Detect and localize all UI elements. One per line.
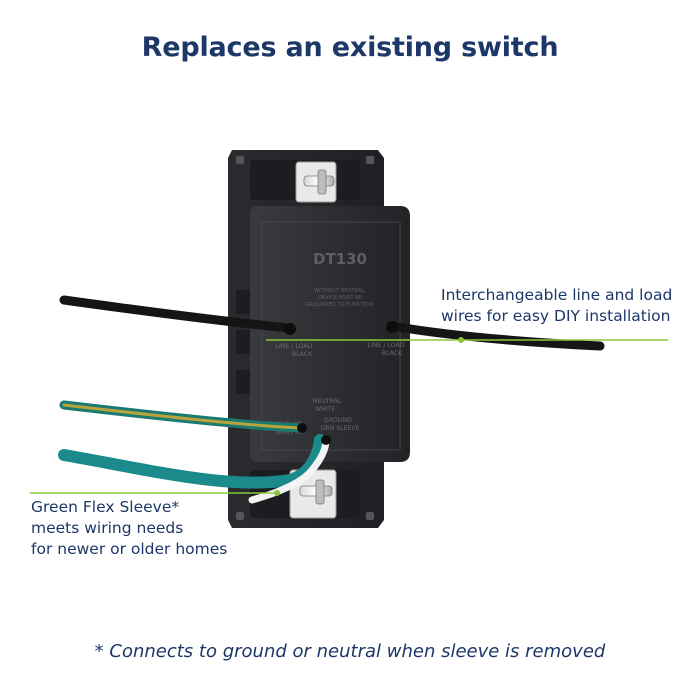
white-neutral-wire bbox=[248, 435, 331, 504]
terminal-label-line: WHITE bbox=[315, 406, 335, 413]
terminal-label-line: BLACK bbox=[382, 350, 403, 357]
black-wires bbox=[59, 295, 605, 351]
sleeve-callout: Green Flex Sleeve* meets wiring needs fo… bbox=[31, 497, 227, 560]
warning-line: GROUNDED TO FUNCTION. bbox=[305, 302, 375, 308]
terminal-label-line: BLACK bbox=[292, 351, 313, 358]
terminal-label-line: LINE / LOAD bbox=[276, 343, 313, 350]
model-label: DT130 bbox=[313, 250, 367, 268]
callout-line: Interchangeable line and load bbox=[441, 286, 673, 304]
neutral-label: NEUTRAL WHITE bbox=[313, 398, 342, 413]
wires-callout-dot bbox=[458, 337, 464, 343]
device-body bbox=[250, 206, 410, 462]
sleeve-label: GROUND GRN SLEEVE bbox=[320, 417, 359, 432]
page-title: Replaces an existing switch bbox=[141, 32, 559, 63]
warning-line: DEVICE MUST BE bbox=[318, 295, 362, 301]
green-sleeve-wire bbox=[58, 434, 326, 489]
warning-line: WITHOUT NEUTRAL, bbox=[314, 288, 366, 294]
top-mounting-screw bbox=[295, 161, 337, 203]
left-terminal-label: LINE / LOAD BLACK bbox=[276, 343, 314, 358]
right-terminal-label: LINE / LOAD BLACK bbox=[368, 342, 405, 357]
terminal-label-line: GRN / YL bbox=[276, 429, 304, 436]
terminal-label-line: GROUND bbox=[324, 417, 352, 424]
warning-label: WITHOUT NEUTRAL, DEVICE MUST BE GROUNDED… bbox=[305, 288, 375, 308]
terminal-label-line: GRN SLEEVE bbox=[320, 425, 359, 432]
footnote: * Connects to ground or neutral when sle… bbox=[94, 641, 606, 662]
terminal-label-line: LINE / LOAD bbox=[368, 342, 405, 349]
callout-line: meets wiring needs bbox=[31, 519, 184, 537]
callout-line: Green Flex Sleeve* bbox=[31, 498, 180, 516]
terminal-label-line: NEUTRAL bbox=[313, 398, 342, 405]
body-side-tabs bbox=[236, 290, 250, 394]
callout-line: wires for easy DIY installation bbox=[441, 307, 671, 325]
sleeve-callout-dot bbox=[274, 490, 280, 496]
callout-line: for newer or older homes bbox=[31, 540, 228, 558]
wires-callout: Interchangeable line and load wires for … bbox=[441, 285, 672, 327]
green-yellow-wire bbox=[59, 400, 307, 433]
